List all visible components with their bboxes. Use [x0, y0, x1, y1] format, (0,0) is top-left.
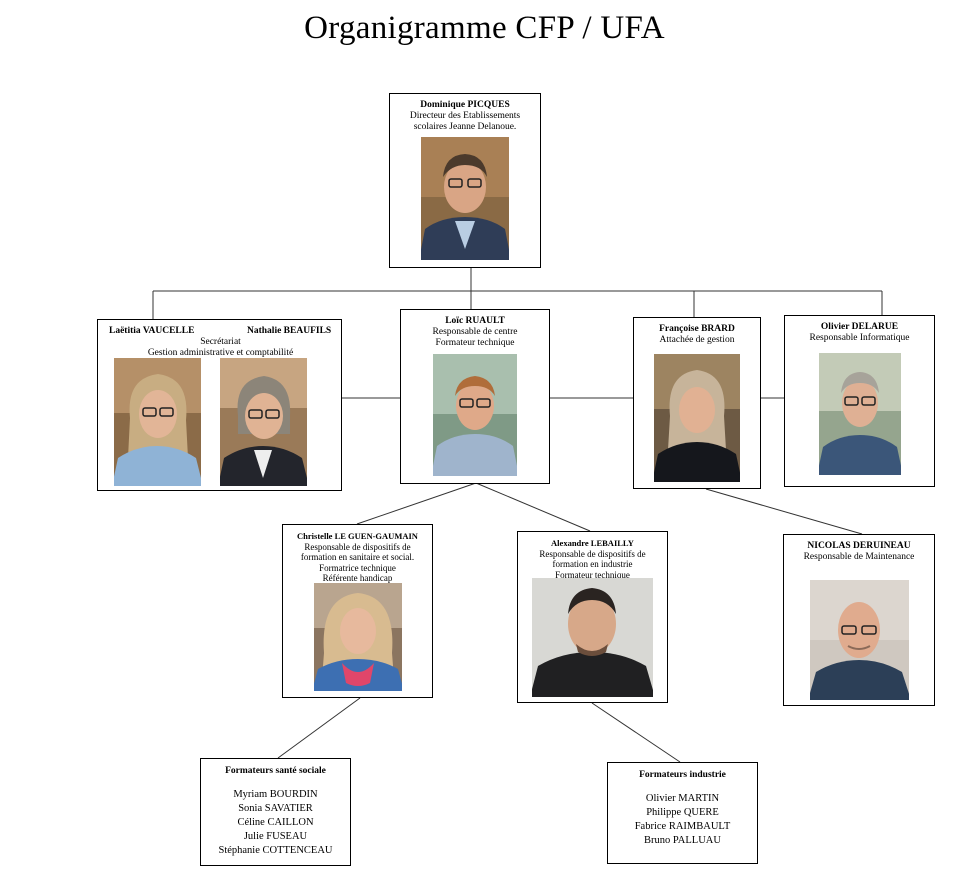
card-christelle-le-guen-gaumain: Christelle LE GUEN-GAUMAIN Responsable d… — [282, 524, 433, 698]
portrait-photo — [421, 137, 509, 260]
portrait-photo — [810, 580, 909, 700]
portrait-photo — [114, 358, 201, 486]
group-members: Olivier MARTIN Philippe QUERE Fabrice RA… — [608, 792, 757, 848]
member-name: Stéphanie COTTENCEAU — [218, 845, 333, 856]
person-role: Formateur technique — [555, 569, 630, 580]
group-header: Formateurs santé sociale — [225, 766, 326, 776]
member-name: Olivier MARTIN — [645, 793, 720, 804]
group-formateurs-sante-sociale: Formateurs santé sociale Myriam BOURDIN … — [200, 758, 351, 866]
person-name: Françoise BRARD — [659, 324, 735, 334]
card-secretariat: Laëtitia VAUCELLE Nathalie BEAUFILS Secr… — [97, 319, 342, 491]
member-name: Fabrice RAIMBAULT — [634, 821, 731, 832]
person-role: formation en sanitaire et social. — [300, 552, 415, 562]
card-loic-ruault: Loïc RUAULT Responsable de centre Format… — [400, 309, 550, 484]
person-role: Responsable de dispositifs de — [539, 548, 646, 559]
person-name: Christelle LE GUEN-GAUMAIN — [297, 531, 418, 541]
person-name: Laëtitia VAUCELLE — [109, 326, 195, 336]
portrait-photo — [314, 583, 402, 691]
member-name: Bruno PALLUAU — [644, 835, 721, 846]
card-alexandre-lebailly: Alexandre LEBAILLY Responsable de dispos… — [517, 531, 668, 703]
member-name: Céline CAILLON — [237, 817, 314, 828]
member-name: Myriam BOURDIN — [233, 789, 318, 800]
portrait-photo — [532, 578, 653, 697]
person-role: formation en industrie — [552, 559, 633, 569]
person-role: Responsable de Maintenance — [803, 552, 915, 562]
person-role: Secrétariat — [200, 337, 241, 347]
person-name: Alexandre LEBAILLY — [551, 538, 634, 548]
person-role: Formatrice technique — [319, 562, 396, 573]
person-role: Attachée de gestion — [659, 335, 735, 345]
page-title: Organigramme CFP / UFA — [304, 10, 665, 46]
portrait-photo — [433, 354, 517, 476]
portrait-photo — [819, 353, 901, 475]
person-role: Gestion administrative et comptabilité — [147, 348, 294, 358]
person-name: Dominique PICQUES — [420, 100, 510, 110]
card-dominique-picques: Dominique PICQUES Directeur des Etabliss… — [389, 93, 541, 268]
member-name: Sonia SAVATIER — [238, 803, 313, 814]
person-name: Loïc RUAULT — [445, 316, 505, 326]
person-role: Responsable de centre — [432, 327, 518, 337]
portrait-photo — [654, 354, 740, 482]
person-role: Directeur des Etablissements — [409, 111, 521, 121]
card-nicolas-deruineau: NICOLAS DERUINEAU Responsable de Mainten… — [783, 534, 935, 706]
portrait-photo — [220, 358, 307, 486]
group-members: Myriam BOURDIN Sonia SAVATIER Céline CAI… — [201, 788, 350, 858]
group-formateurs-industrie: Formateurs industrie Olivier MARTIN Phil… — [607, 762, 758, 864]
card-olivier-delarue: Olivier DELARUE Responsable Informatique — [784, 315, 935, 487]
person-name: NICOLAS DERUINEAU — [807, 541, 911, 551]
member-name: Julie FUSEAU — [243, 831, 308, 842]
person-role: Référente handicap — [322, 573, 393, 583]
person-name: Olivier DELARUE — [820, 322, 899, 332]
person-name: Nathalie BEAUFILS — [247, 326, 332, 336]
group-header: Formateurs industrie — [639, 770, 726, 780]
member-name: Philippe QUERE — [646, 807, 719, 818]
person-role: Responsable de dispositifs de — [304, 541, 411, 552]
person-role: Formateur technique — [435, 338, 515, 348]
card-francoise-brard: Françoise BRARD Attachée de gestion — [633, 317, 761, 489]
person-role: Responsable Informatique — [809, 333, 910, 343]
person-role: scolaires Jeanne Delanoue. — [413, 122, 517, 132]
